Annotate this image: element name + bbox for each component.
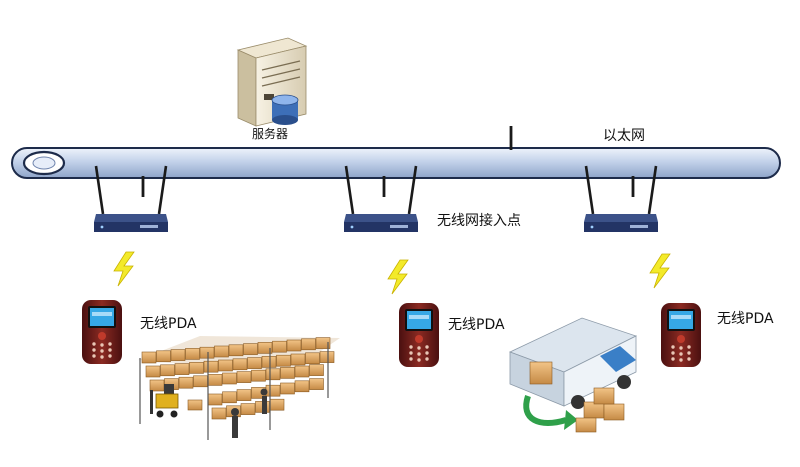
crate [232, 358, 248, 371]
crate [301, 338, 316, 351]
crate [280, 382, 295, 395]
crate [214, 345, 229, 358]
crate [280, 367, 295, 379]
crate [309, 364, 324, 376]
crate [228, 344, 244, 357]
crate [265, 384, 281, 397]
crate [236, 389, 252, 401]
crate [309, 378, 324, 390]
server-label: 服务器 [252, 127, 289, 141]
pda-label-right: 无线PDA [717, 311, 774, 327]
crate [240, 403, 256, 415]
handheld-pda-icon [399, 303, 439, 367]
crate [236, 371, 252, 383]
crate [189, 362, 204, 374]
ethernet-label: 以太网 [603, 128, 645, 144]
crate [211, 407, 227, 420]
crate [207, 374, 223, 386]
crate [251, 369, 266, 382]
crate [207, 393, 223, 406]
ethernet-bus [11, 147, 781, 179]
warehouse-shelves-icon [138, 336, 340, 440]
crate [174, 363, 190, 375]
pda-label-middle: 无线PDA [448, 317, 505, 333]
crate [141, 351, 157, 364]
crate [265, 368, 281, 381]
crate [247, 357, 262, 369]
access-point-label: 无线网接入点 [437, 213, 521, 229]
database-icon [271, 94, 299, 125]
crate [222, 391, 237, 404]
pda-label-left: 无线PDA [140, 316, 197, 332]
crate [272, 340, 287, 353]
crate [276, 354, 291, 367]
crate [170, 349, 186, 361]
crate [203, 360, 219, 373]
crate [178, 376, 194, 389]
crate [199, 346, 215, 359]
crate [319, 351, 335, 363]
handheld-pda-icon [82, 300, 122, 364]
forklift-icon [150, 390, 179, 418]
crate [294, 365, 310, 378]
crate [193, 375, 208, 388]
crate [222, 372, 237, 385]
lightning-signal-icon [113, 251, 135, 287]
crate [218, 359, 233, 372]
crate [290, 353, 306, 366]
delivery-truck-icon [508, 317, 638, 433]
bus-drop-lines [141, 126, 635, 197]
crate [294, 380, 310, 393]
crate [243, 343, 258, 355]
crate [160, 364, 175, 377]
lightning-signal-icon [649, 253, 671, 289]
handheld-pda-icon [661, 303, 701, 367]
crate [185, 348, 200, 360]
crate [156, 350, 171, 363]
crate [261, 356, 277, 368]
crate [149, 379, 165, 392]
crate [286, 339, 302, 352]
crate [305, 352, 320, 365]
crate [145, 365, 161, 378]
crate [269, 398, 285, 411]
lightning-signal-icon [387, 259, 409, 295]
